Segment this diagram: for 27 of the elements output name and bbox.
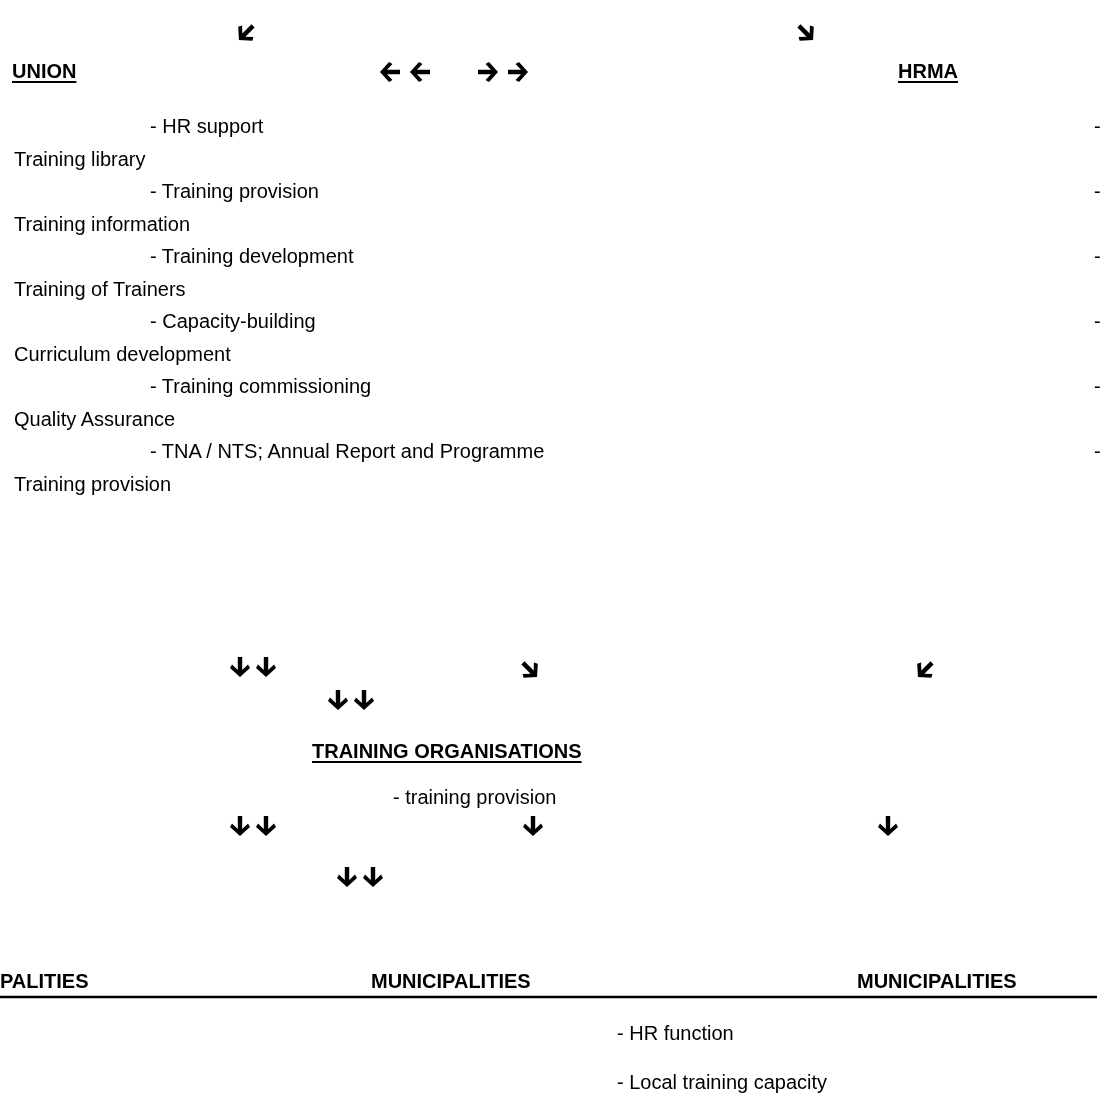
list-item-text: - HR function xyxy=(617,1022,734,1045)
list-item-text: Quality Assurance xyxy=(14,408,176,431)
list-dash: - xyxy=(1094,310,1101,333)
list-dash: - xyxy=(1094,115,1101,138)
list-dash: - xyxy=(1094,180,1101,203)
section-heading: PALITIES xyxy=(0,970,89,993)
list-item-text: - Training provision xyxy=(150,180,319,203)
list-item-text: Training of Trainers xyxy=(14,278,186,301)
list-item-text: - training provision xyxy=(393,786,557,809)
list-item-text: Training provision xyxy=(14,473,172,496)
list-item-text: - Training development xyxy=(150,245,354,268)
list-item-text: Curriculum development xyxy=(14,343,231,366)
list-item-text: Training information xyxy=(14,213,190,236)
list-dash: - xyxy=(1094,440,1101,463)
list-dash: - xyxy=(1094,245,1101,268)
list-item-text: - HR support xyxy=(150,115,264,138)
list-item-text: - TNA / NTS; Annual Report and Programme xyxy=(150,440,545,463)
section-heading: MUNICIPALITIES xyxy=(371,970,531,993)
list-dash: - xyxy=(1094,375,1101,398)
section-heading: TRAINING ORGANISATIONS xyxy=(312,740,582,763)
list-item-text: - Capacity-building xyxy=(150,310,316,333)
list-item-text: - Local training capacity xyxy=(617,1071,828,1094)
section-heading: MUNICIPALITIES xyxy=(857,970,1017,993)
section-heading: UNION xyxy=(12,60,77,83)
list-item-text: - Training commissioning xyxy=(150,375,372,398)
list-item-text: Training library xyxy=(14,148,146,171)
section-heading: HRMA xyxy=(898,60,958,83)
